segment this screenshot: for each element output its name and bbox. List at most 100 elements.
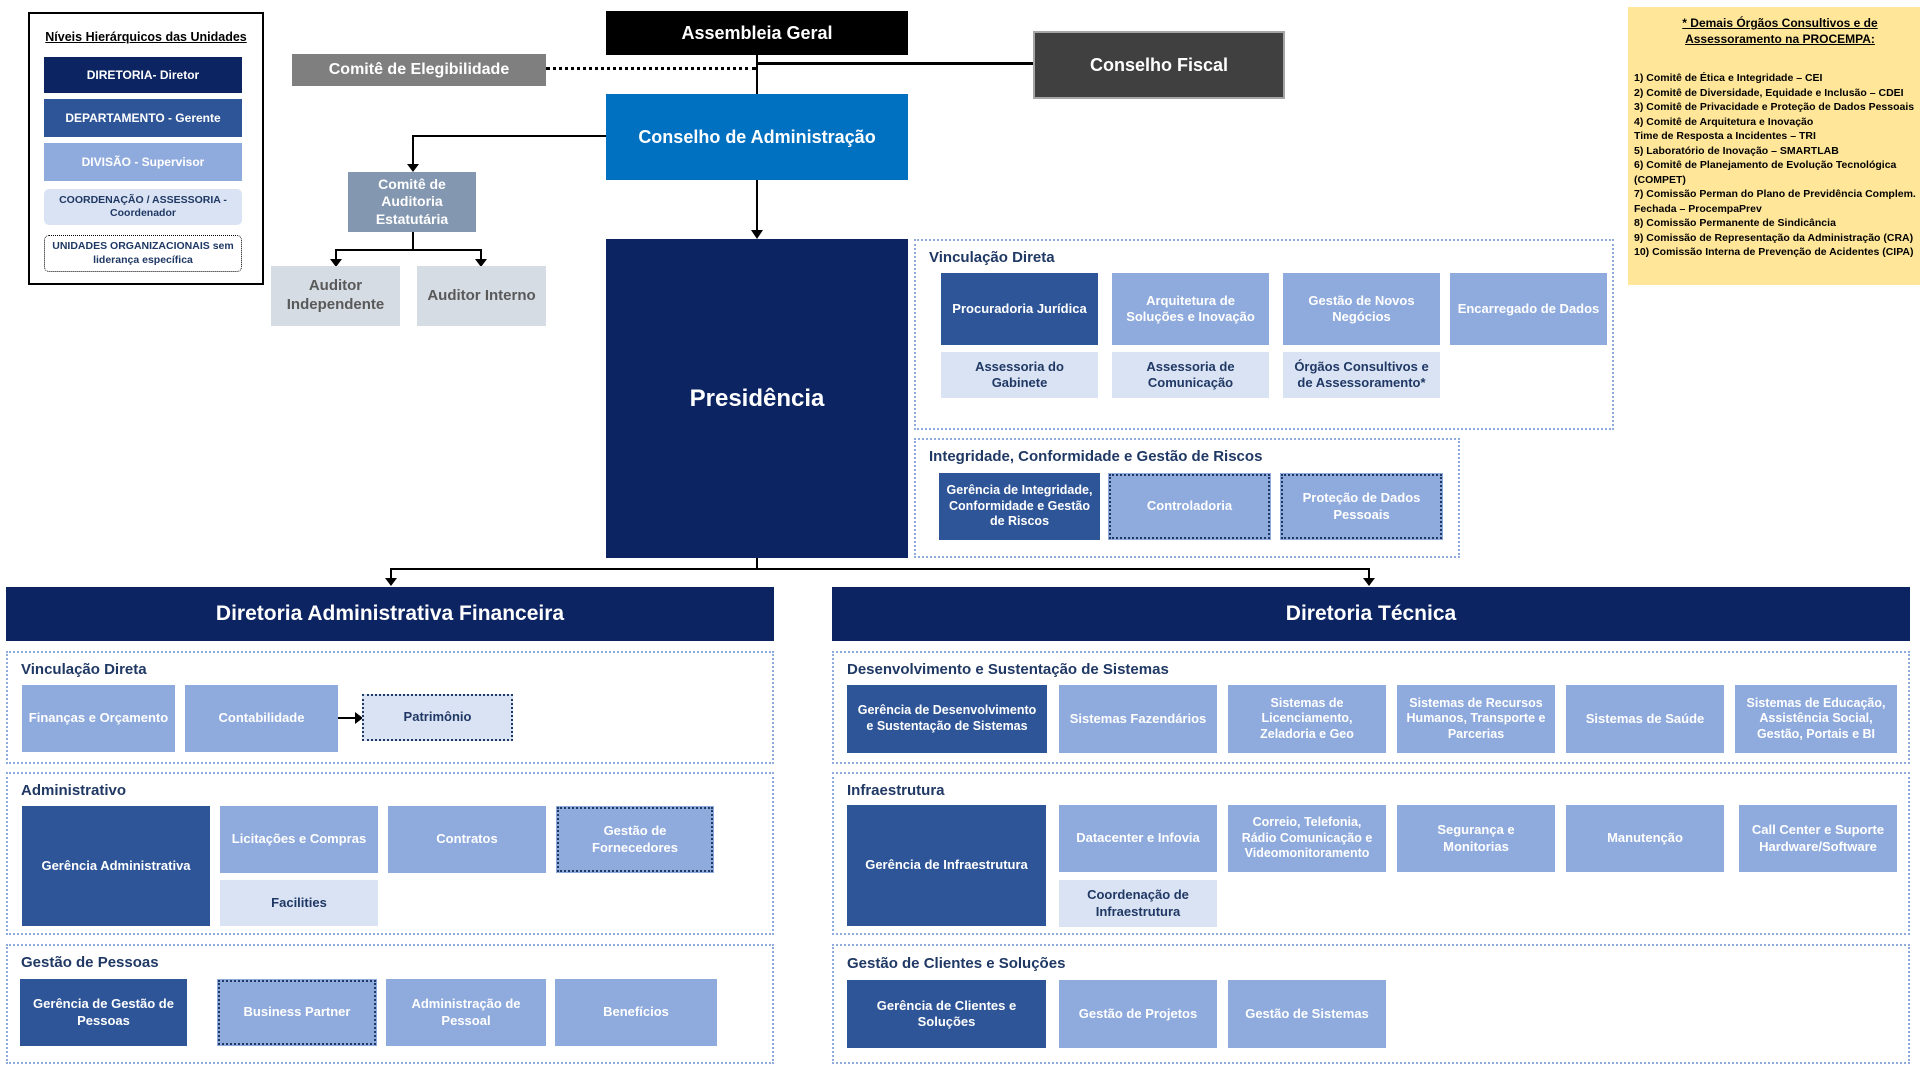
- conselho-fiscal-box: Conselho Fiscal: [1033, 31, 1285, 99]
- beneficios-box: Benefícios: [555, 979, 717, 1046]
- comite-auditoria-box: Comitê de Auditoria Estatutária: [348, 172, 476, 232]
- coordenacao-infraestrutura-box: Coordenação de Infraestrutura: [1059, 880, 1217, 927]
- integridade-label: Integridade, Conformidade e Gestão de Ri…: [929, 448, 1263, 465]
- auditor-independente-box: Auditor Independente: [271, 266, 400, 326]
- orgaos-note-item: 2) Comitê de Diversidade, Equidade e Inc…: [1634, 86, 1904, 99]
- orgaos-note-title: * Demais Órgãos Consultivos e de Assesso…: [1682, 16, 1878, 46]
- legend-divisao: DIVISÃO - Supervisor: [44, 143, 242, 181]
- connector-line: [1368, 568, 1370, 578]
- orgaos-note-item: 8) Comissão Permanente de Sindicância: [1634, 217, 1836, 229]
- connector-line: [756, 558, 758, 569]
- dt-infra-label: Infraestrutura: [847, 782, 945, 799]
- dt-clientes-label: Gestão de Clientes e Soluções: [847, 955, 1066, 972]
- connector-line: [756, 180, 758, 230]
- gestao-projetos-box: Gestão de Projetos: [1059, 980, 1217, 1048]
- gerencia-infraestrutura-box: Gerência de Infraestrutura: [847, 805, 1046, 926]
- connector-line: [335, 249, 337, 261]
- sistemas-licenciamento-box: Sistemas de Licenciamento, Zeladoria e G…: [1228, 685, 1386, 753]
- daf-pessoas-group: [6, 944, 774, 1064]
- assembleia-geral-box: Assembleia Geral: [606, 11, 908, 55]
- assessoria-gabinete-box: Assessoria do Gabinete: [941, 352, 1098, 398]
- legend-title: Níveis Hierárquicos das Unidades: [45, 30, 247, 44]
- legend-diretoria: DIRETORIA- Diretor: [44, 57, 242, 93]
- dt-clientes-group: [832, 944, 1910, 1064]
- pres-vinculacao-label: Vinculação Direta: [929, 249, 1055, 266]
- orgaos-note-item: 6) Comitê de Planejamento de Evolução Te…: [1634, 159, 1897, 186]
- gerencia-administrativa-box: Gerência Administrativa: [22, 806, 210, 926]
- daf-administrativo-label: Administrativo: [21, 782, 127, 799]
- orgaos-note-list: 1) Comitê de Ética e Integridade – CEI 2…: [1634, 71, 1918, 260]
- comite-elegibilidade-box: Comitê de Elegibilidade: [292, 54, 546, 86]
- manutencao-box: Manutenção: [1566, 805, 1724, 872]
- correio-telefonia-box: Correio, Telefonia, Rádio Comunicação e …: [1228, 805, 1386, 872]
- gerencia-pessoas-box: Gerência de Gestão de Pessoas: [20, 979, 187, 1046]
- datacenter-infovia-box: Datacenter e Infovia: [1059, 805, 1217, 872]
- connector-line: [412, 232, 414, 250]
- orgaos-note-item: 1) Comitê de Ética e Integridade – CEI: [1634, 72, 1823, 84]
- daf-administrativo-group: [6, 772, 774, 935]
- conselho-administracao-box: Conselho de Administração: [606, 94, 908, 180]
- connector-line: [390, 568, 392, 578]
- business-partner-box: Business Partner: [217, 979, 377, 1046]
- daf-pessoas-label: Gestão de Pessoas: [21, 954, 159, 971]
- orgaos-note-item: 7) Comissão Perman do Plano de Previdênc…: [1634, 188, 1916, 215]
- financas-orcamento-box: Finanças e Orçamento: [22, 685, 175, 752]
- orgaos-note-item: Time de Resposta a Incidentes – TRI: [1634, 130, 1816, 142]
- legend-coordenacao: COORDENAÇÃO / ASSESSORIA - Coordenador: [44, 189, 242, 225]
- dt-infra-group: [832, 772, 1910, 935]
- sistemas-fazendarios-box: Sistemas Fazendários: [1059, 685, 1217, 753]
- daf-header: Diretoria Administrativa Financeira: [6, 587, 774, 641]
- facilities-box: Facilities: [220, 880, 378, 926]
- legend-departamento: DEPARTAMENTO - Gerente: [44, 99, 242, 137]
- auditor-interno-box: Auditor Interno: [417, 266, 546, 326]
- presidencia-box: Presidência: [606, 239, 908, 558]
- connector-line: [480, 249, 482, 261]
- seguranca-monitorias-box: Segurança e Monitorias: [1397, 805, 1555, 872]
- dt-header: Diretoria Técnica: [832, 587, 1910, 641]
- orgaos-consultivos-box: Órgãos Consultivos e de Assessoramento*: [1283, 352, 1440, 398]
- gerencia-clientes-box: Gerência de Clientes e Soluções: [847, 980, 1046, 1048]
- connector-line: [756, 54, 758, 94]
- gerencia-desenvolvimento-box: Gerência de Desenvolvimento e Sustentaçã…: [847, 685, 1047, 753]
- connector-line: [412, 135, 606, 137]
- administracao-pessoal-box: Administração de Pessoal: [386, 979, 546, 1046]
- sistemas-saude-box: Sistemas de Saúde: [1566, 685, 1724, 753]
- orgaos-note-item: 3) Comitê de Privacidade e Proteção de D…: [1634, 101, 1915, 113]
- pres-vinculacao-group: [914, 239, 1614, 430]
- orgaos-note-item: 5) Laboratório de Inovação – SMARTLAB: [1634, 144, 1839, 157]
- gestao-fornecedores-box: Gestão de Fornecedores: [556, 806, 714, 873]
- controladoria-box: Controladoria: [1108, 473, 1271, 540]
- arquitetura-solucoes-box: Arquitetura de Soluções e Inovação: [1112, 273, 1269, 345]
- licitacoes-compras-box: Licitações e Compras: [220, 806, 378, 873]
- legend: Níveis Hierárquicos das Unidades DIRETOR…: [28, 12, 264, 285]
- gestao-sistemas-box: Gestão de Sistemas: [1228, 980, 1386, 1048]
- orgaos-note-item: 4) Comitê de Arquitetura e Inovação: [1634, 115, 1814, 128]
- sistemas-educacao-box: Sistemas de Educação, Assistência Social…: [1735, 685, 1897, 753]
- connector-line: [756, 62, 1034, 65]
- patrimonio-box: Patrimônio: [362, 694, 513, 741]
- daf-vinculacao-label: Vinculação Direta: [21, 661, 147, 678]
- encarregado-dados-box: Encarregado de Dados: [1450, 273, 1607, 345]
- contabilidade-box: Contabilidade: [185, 685, 338, 752]
- sistemas-rh-box: Sistemas de Recursos Humanos, Transporte…: [1397, 685, 1555, 753]
- protecao-dados-box: Proteção de Dados Pessoais: [1280, 473, 1443, 540]
- call-center-box: Call Center e Suporte Hardware/Software: [1739, 805, 1897, 872]
- novos-negocios-box: Gestão de Novos Negócios: [1283, 273, 1440, 345]
- connector-line: [338, 717, 356, 719]
- dt-dev-label: Desenvolvimento e Sustentação de Sistema…: [847, 661, 1169, 678]
- gerencia-integridade-box: Gerência de Integridade, Conformidade e …: [939, 473, 1100, 540]
- integridade-group: [914, 438, 1460, 558]
- orgaos-note-item: 10) Comissão Interna de Prevenção de Aci…: [1634, 246, 1914, 258]
- daf-vinculacao-group: [6, 651, 774, 764]
- connector-line: [335, 249, 482, 251]
- dotted-connector: [546, 67, 756, 70]
- orgaos-note-panel: * Demais Órgãos Consultivos e de Assesso…: [1628, 7, 1920, 285]
- contratos-box: Contratos: [388, 806, 546, 873]
- legend-unidades: UNIDADES ORGANIZACIONAIS sem liderança e…: [44, 235, 242, 272]
- dt-dev-group: [832, 651, 1910, 764]
- orgaos-note-item: 9) Comissão de Representação da Administ…: [1634, 231, 1914, 244]
- connector-line: [412, 135, 414, 165]
- assessoria-comunicacao-box: Assessoria de Comunicação: [1112, 352, 1269, 398]
- connector-line: [390, 568, 1370, 570]
